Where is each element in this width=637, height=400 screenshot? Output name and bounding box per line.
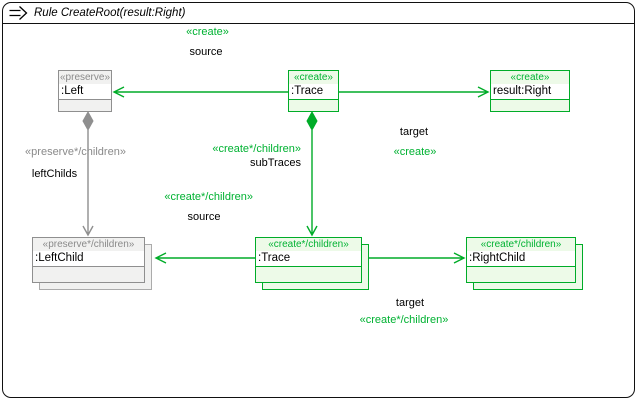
- edge-trace-to-left[interactable]: [112, 86, 288, 98]
- label-create-children-source-stereotype: «create*/children»: [164, 191, 253, 203]
- label-target-bottom: target: [395, 297, 425, 309]
- label-source-top: source: [189, 46, 223, 58]
- edge-left-to-leftchild-diamond[interactable]: [82, 110, 94, 132]
- label-leftchilds: leftChilds: [31, 168, 78, 180]
- node-result-right[interactable]: «create» result:Right: [490, 70, 570, 112]
- node-left-stereotype: «preserve»: [59, 72, 111, 83]
- node-trace-bottom-compartment: [256, 266, 361, 282]
- node-left[interactable]: «preserve» :Left: [58, 70, 112, 112]
- node-trace-top-name: :Trace: [289, 84, 338, 99]
- node-trace-bottom[interactable]: «create*/children» :Trace: [255, 237, 369, 290]
- label-target-top: target: [399, 126, 429, 138]
- node-trace-top[interactable]: «create» :Trace: [288, 70, 339, 112]
- node-right-child-stereotype: «create*/children»: [480, 239, 562, 250]
- node-right-child-compartment: [467, 266, 575, 282]
- label-source-bottom: source: [187, 211, 221, 223]
- edge-tracebottom-to-leftchild[interactable]: [154, 252, 255, 264]
- node-left-name: :Left: [59, 84, 111, 99]
- rule-titlebar: Rule CreateRoot(result:Right): [4, 4, 633, 22]
- node-trace-top-compartment: [289, 99, 338, 111]
- label-create-children-target-stereotype: «create*/children»: [359, 314, 449, 326]
- node-right-child[interactable]: «create*/children» :RightChild: [466, 237, 583, 290]
- node-left-child-compartment: [33, 266, 144, 282]
- edge-trace-to-tracebottom-diamond[interactable]: [306, 110, 318, 132]
- node-left-child-stereotype: «preserve*/children»: [42, 239, 135, 250]
- rule-arrow-icon: [9, 6, 28, 20]
- label-create-source-stereotype: «create»: [186, 26, 229, 38]
- label-preserve-children-stereotype: «preserve*/children»: [25, 146, 126, 158]
- label-subtraces: subTraces: [250, 157, 301, 169]
- label-create-target-stereotype: «create»: [393, 146, 437, 158]
- node-result-right-name: result:Right: [491, 84, 569, 99]
- titlebar-separator: [3, 23, 634, 24]
- node-left-child-name: :LeftChild: [33, 251, 144, 266]
- node-left-compartment: [59, 99, 111, 111]
- edge-tracebottom-to-rightchild[interactable]: [369, 252, 466, 264]
- node-left-child[interactable]: «preserve*/children» :LeftChild: [32, 237, 152, 290]
- rule-title: Rule CreateRoot(result:Right): [34, 7, 186, 19]
- node-right-child-name: :RightChild: [467, 251, 575, 266]
- node-trace-bottom-name: :Trace: [256, 251, 361, 266]
- node-result-right-stereotype: «create»: [510, 72, 550, 83]
- node-trace-top-stereotype: «create»: [294, 72, 333, 83]
- node-result-right-compartment: [491, 99, 569, 111]
- node-trace-bottom-stereotype: «create*/children»: [268, 239, 349, 250]
- edge-trace-to-result[interactable]: [339, 86, 490, 98]
- edge-left-to-leftchild[interactable]: [82, 130, 94, 237]
- edge-trace-to-tracebottom[interactable]: [306, 130, 318, 237]
- label-create-children-subtraces-stereotype: «create*/children»: [212, 143, 301, 155]
